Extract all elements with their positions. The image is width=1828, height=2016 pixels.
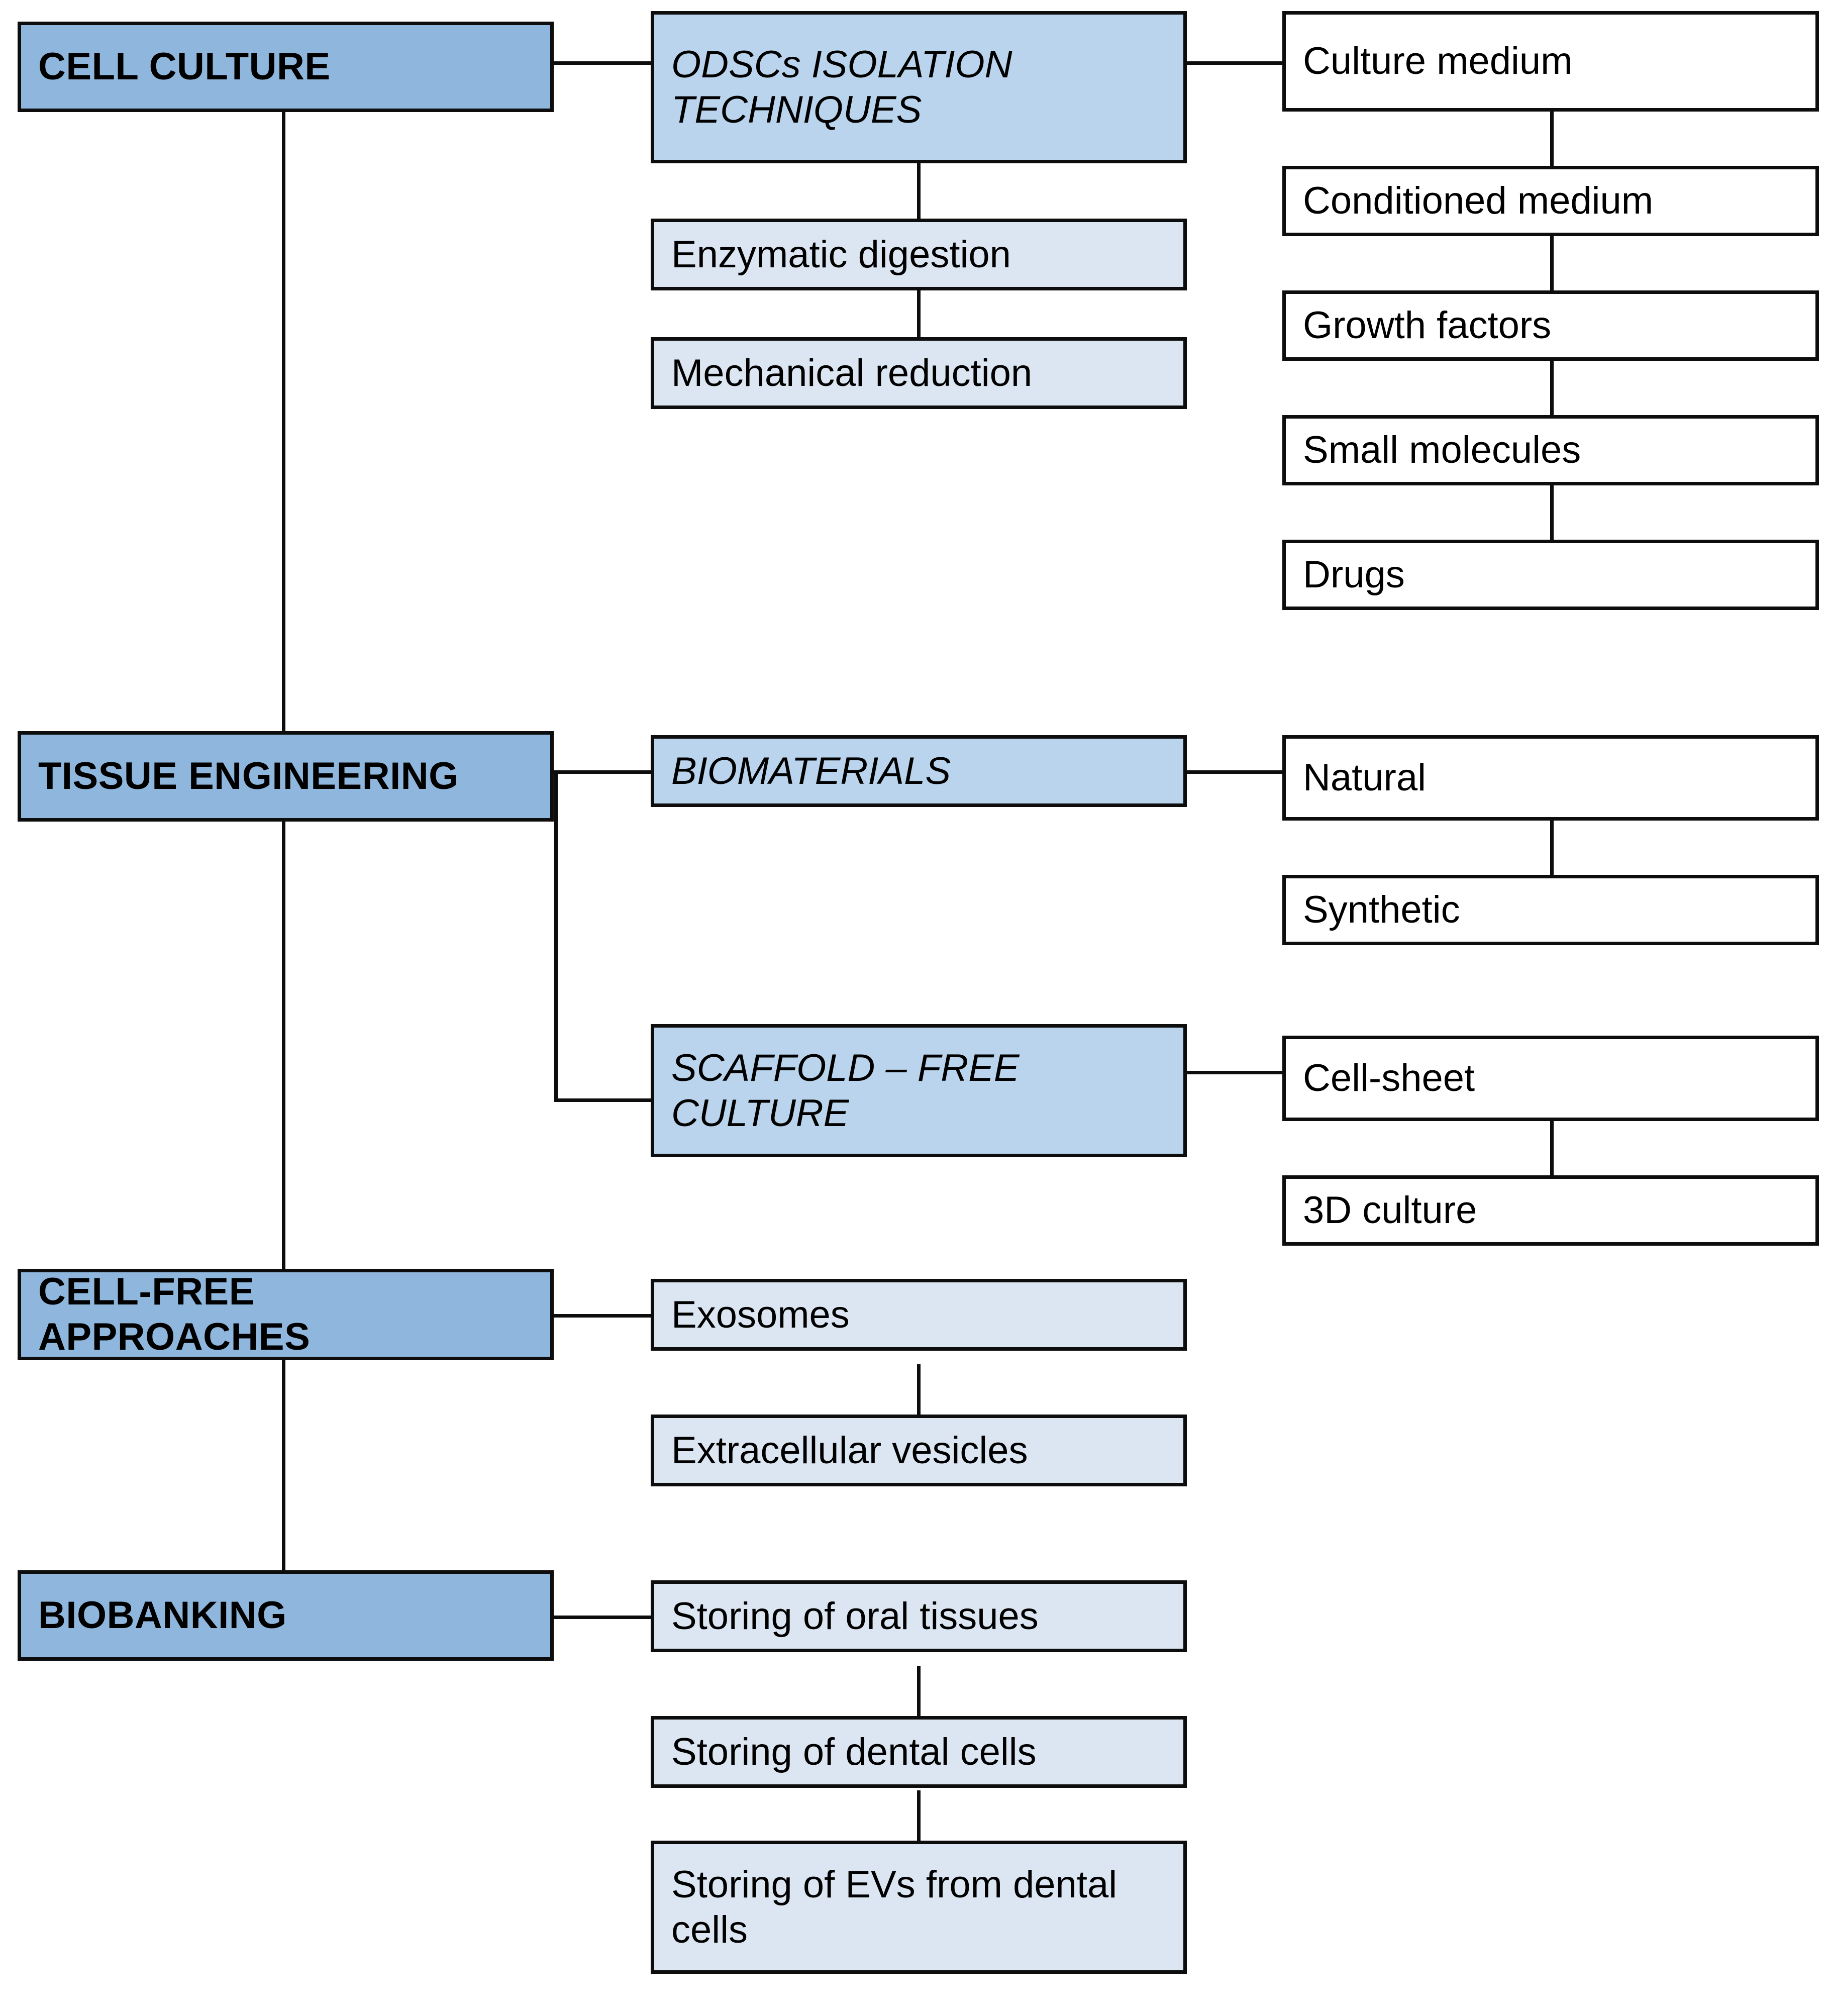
node-cell-free-approaches-label: CELL-FREE APPROACHES bbox=[38, 1270, 311, 1358]
node-tissue-engineering[interactable]: TISSUE ENGINEERING bbox=[18, 731, 554, 822]
node-cell-culture[interactable]: CELL CULTURE bbox=[18, 22, 554, 112]
connector-storing-oral-to-dental bbox=[917, 1666, 921, 1720]
node-growth-factors[interactable]: Growth factors bbox=[1282, 290, 1819, 361]
node-culture-medium-label: Culture medium bbox=[1303, 40, 1573, 83]
connector-tissue-eng-to-biomaterials bbox=[554, 770, 654, 774]
node-enzymatic-digestion-label: Enzymatic digestion bbox=[671, 233, 1011, 276]
connector-culture-to-conditioned bbox=[1550, 112, 1554, 166]
node-storing-of-evs-from-dental-cells-label: Storing of EVs from dental cells bbox=[671, 1863, 1118, 1951]
connector-small-to-drugs bbox=[1550, 485, 1554, 540]
node-storing-of-evs-from-dental-cells[interactable]: Storing of EVs from dental cells bbox=[651, 1841, 1187, 1974]
node-enzymatic-digestion[interactable]: Enzymatic digestion bbox=[651, 219, 1187, 290]
node-mechanical-reduction-label: Mechanical reduction bbox=[671, 351, 1033, 394]
node-exosomes[interactable]: Exosomes bbox=[651, 1279, 1187, 1351]
node-exosomes-label: Exosomes bbox=[671, 1293, 850, 1336]
node-biomaterials[interactable]: BIOMATERIALS bbox=[651, 735, 1187, 807]
node-storing-of-dental-cells[interactable]: Storing of dental cells bbox=[651, 1716, 1187, 1788]
node-cell-sheet-label: Cell-sheet bbox=[1303, 1057, 1475, 1100]
node-extracellular-vesicles-label: Extracellular vesicles bbox=[671, 1429, 1028, 1472]
connector-natural-to-synthetic bbox=[1550, 821, 1554, 875]
node-synthetic-label: Synthetic bbox=[1303, 888, 1460, 932]
node-cell-culture-label: CELL CULTURE bbox=[38, 45, 331, 88]
node-storing-of-oral-tissues[interactable]: Storing of oral tissues bbox=[651, 1580, 1187, 1652]
connector-scaffold-free-to-cell-sheet bbox=[1183, 1071, 1286, 1074]
node-scaffold-free-culture-label: SCAFFOLD – FREE CULTURE bbox=[671, 1046, 1020, 1135]
connector-enzymatic-to-mechanical bbox=[917, 290, 921, 337]
connector-cell-free-to-exosomes bbox=[550, 1314, 654, 1318]
connector-odscs-to-culture-medium bbox=[1183, 61, 1286, 65]
connector-cell-sheet-to-3d-culture bbox=[1550, 1121, 1554, 1175]
node-odscs-isolation-techniques-label: ODSCs ISOLATION TECHNIQUES bbox=[671, 43, 1012, 131]
connector-odscs-to-enzymatic bbox=[917, 163, 921, 219]
connector-biomaterials-to-natural bbox=[1183, 770, 1286, 774]
connector-growth-to-small bbox=[1550, 361, 1554, 415]
connector-tissue-eng-stub bbox=[550, 770, 558, 774]
connector-biobanking-to-storing-oral bbox=[550, 1616, 654, 1619]
node-mechanical-reduction[interactable]: Mechanical reduction bbox=[651, 337, 1187, 409]
node-conditioned-medium[interactable]: Conditioned medium bbox=[1282, 166, 1819, 236]
node-cell-free-approaches[interactable]: CELL-FREE APPROACHES bbox=[18, 1269, 554, 1360]
node-biobanking-label: BIOBANKING bbox=[38, 1594, 287, 1637]
connector-tissue-eng-branch-vertical bbox=[554, 770, 558, 1102]
trunk-line-main bbox=[282, 112, 285, 1650]
node-storing-of-oral-tissues-label: Storing of oral tissues bbox=[671, 1594, 1039, 1638]
node-growth-factors-label: Growth factors bbox=[1303, 304, 1552, 347]
node-natural-label: Natural bbox=[1303, 756, 1426, 799]
connector-tissue-eng-to-scaffold-free bbox=[554, 1098, 654, 1102]
node-biobanking[interactable]: BIOBANKING bbox=[18, 1570, 554, 1661]
connector-conditioned-to-growth bbox=[1550, 236, 1554, 290]
node-cell-sheet[interactable]: Cell-sheet bbox=[1282, 1036, 1819, 1121]
node-extracellular-vesicles[interactable]: Extracellular vesicles bbox=[651, 1415, 1187, 1486]
node-drugs[interactable]: Drugs bbox=[1282, 540, 1819, 610]
connector-storing-dental-to-evs bbox=[917, 1790, 921, 1845]
node-small-molecules[interactable]: Small molecules bbox=[1282, 415, 1819, 485]
node-drugs-label: Drugs bbox=[1303, 553, 1405, 596]
node-conditioned-medium-label: Conditioned medium bbox=[1303, 179, 1654, 223]
node-natural[interactable]: Natural bbox=[1282, 735, 1819, 821]
node-3d-culture[interactable]: 3D culture bbox=[1282, 1175, 1819, 1246]
node-small-molecules-label: Small molecules bbox=[1303, 429, 1581, 472]
node-storing-of-dental-cells-label: Storing of dental cells bbox=[671, 1730, 1037, 1773]
node-3d-culture-label: 3D culture bbox=[1303, 1189, 1477, 1232]
node-synthetic[interactable]: Synthetic bbox=[1282, 875, 1819, 945]
node-scaffold-free-culture[interactable]: SCAFFOLD – FREE CULTURE bbox=[651, 1024, 1187, 1157]
connector-cell-culture-to-odscs bbox=[550, 61, 654, 65]
node-culture-medium[interactable]: Culture medium bbox=[1282, 11, 1819, 112]
node-biomaterials-label: BIOMATERIALS bbox=[671, 749, 951, 792]
connector-exosomes-to-ev bbox=[917, 1364, 921, 1419]
node-tissue-engineering-label: TISSUE ENGINEERING bbox=[38, 755, 459, 798]
node-odscs-isolation-techniques[interactable]: ODSCs ISOLATION TECHNIQUES bbox=[651, 11, 1187, 163]
